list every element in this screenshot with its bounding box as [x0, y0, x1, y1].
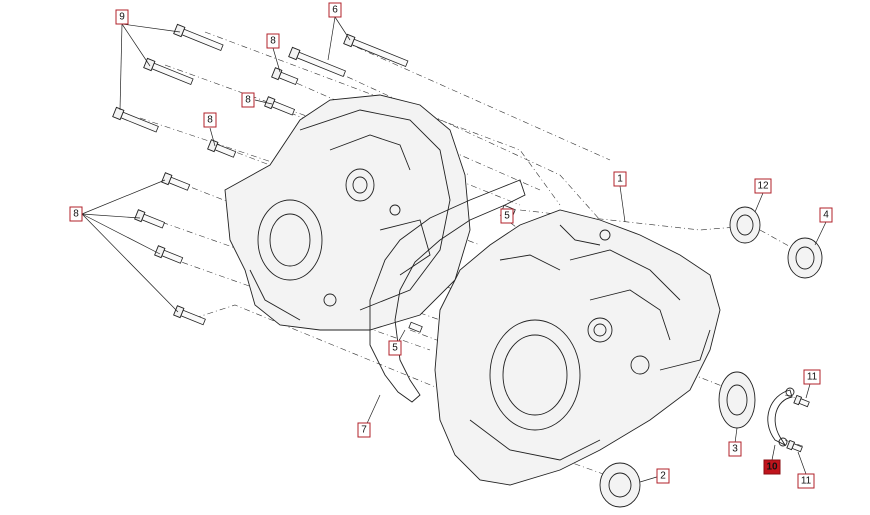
- callout-7-text: 7: [361, 425, 367, 436]
- gasket: [369, 179, 526, 403]
- callout-10: 10: [763, 459, 781, 475]
- callout-2-text: 2: [660, 471, 666, 482]
- screw-11a: [793, 394, 810, 408]
- callout-2: 2: [656, 468, 670, 484]
- callout-8-mid: 8: [241, 92, 255, 108]
- bearing-12: [729, 206, 761, 244]
- callout-9-text: 9: [119, 12, 125, 23]
- bolt-8a: [271, 67, 299, 86]
- bearing-2: [599, 462, 641, 508]
- bolt-8g: [173, 305, 206, 326]
- callout-4-text: 4: [823, 210, 829, 221]
- left-crankcase-cover: [224, 94, 471, 331]
- callout-6: 6: [328, 2, 342, 18]
- callout-7: 7: [357, 422, 371, 438]
- bolt-8c: [207, 139, 237, 158]
- dowel-pin-b: [408, 321, 423, 333]
- callout-8-top-text: 8: [270, 36, 276, 47]
- callout-8-left-text: 8: [207, 115, 213, 126]
- bolt-8f: [154, 245, 184, 264]
- callout-11-top: 11: [803, 369, 821, 385]
- callout-3-text: 3: [732, 444, 738, 455]
- callout-1: 1: [613, 171, 627, 187]
- bearing-4: [787, 237, 823, 279]
- callout-12-text: 12: [757, 181, 769, 192]
- callout-5-top-text: 5: [504, 211, 510, 222]
- callout-8-lower: 8: [69, 206, 83, 222]
- bolt-9b: [143, 57, 194, 86]
- callout-10-text: 10: [766, 462, 778, 473]
- callout-5-bottom: 5: [388, 340, 402, 356]
- callout-8-lower-text: 8: [73, 209, 79, 220]
- bolt-8e: [134, 209, 166, 229]
- callout-1-text: 1: [617, 174, 623, 185]
- bolt-9c: [112, 106, 159, 133]
- callout-11-top-text: 11: [807, 372, 818, 383]
- callout-5-top: 5: [500, 208, 514, 224]
- callout-12: 12: [754, 178, 772, 194]
- callout-5-bottom-text: 5: [392, 343, 398, 354]
- callout-3: 3: [728, 441, 742, 457]
- retainer-plate: [767, 387, 795, 447]
- bolt-6a: [343, 33, 409, 68]
- bearing-3: [718, 371, 756, 429]
- bolt-6b: [288, 46, 347, 78]
- bolt-9a: [173, 23, 224, 52]
- callout-8-top: 8: [266, 33, 280, 49]
- callout-11-bottom: 11: [797, 473, 815, 489]
- callout-11-bottom-text: 11: [801, 476, 812, 487]
- bolt-8b: [264, 96, 296, 116]
- bolt-8d: [161, 172, 191, 191]
- callout-8-left: 8: [203, 112, 217, 128]
- callout-9: 9: [115, 9, 129, 25]
- screw-11b: [786, 439, 803, 453]
- callout-4: 4: [819, 207, 833, 223]
- callout-8-mid-text: 8: [245, 95, 251, 106]
- right-crankcase: [434, 209, 721, 486]
- callout-6-text: 6: [332, 5, 338, 16]
